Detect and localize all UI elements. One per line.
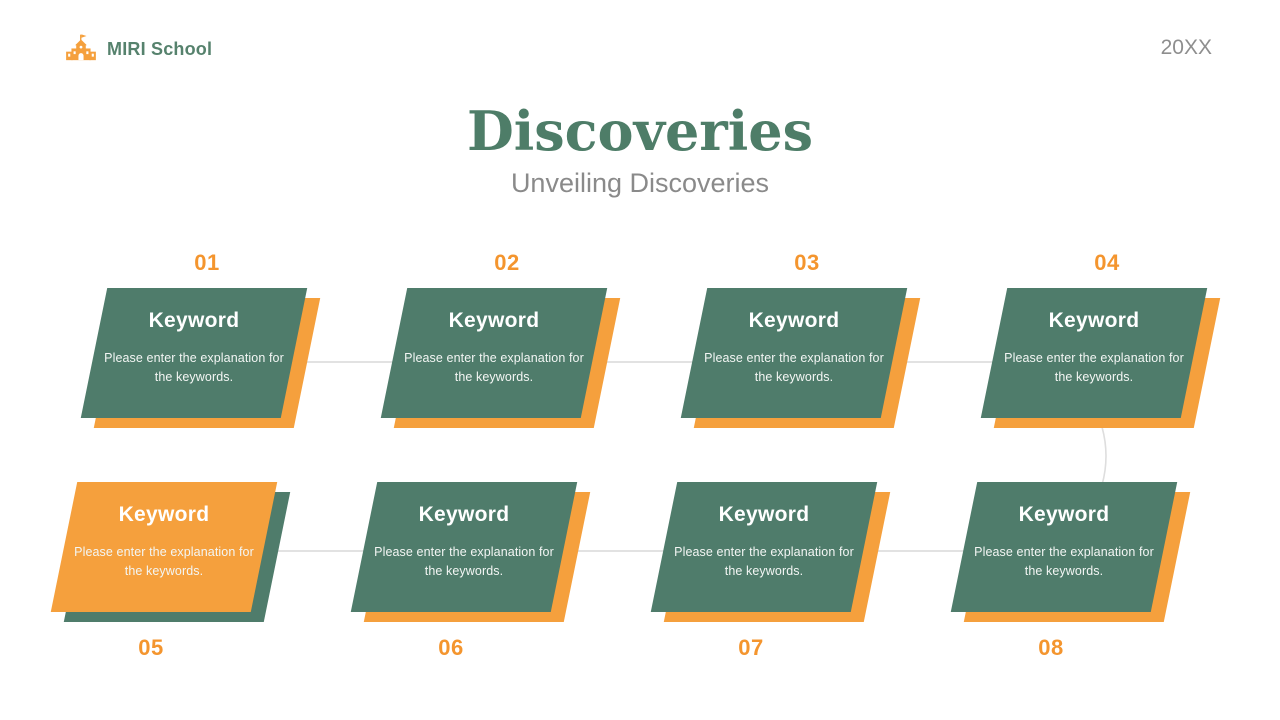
card-description: Please enter the explanation for the key… — [974, 545, 1154, 578]
card-description: Please enter the explanation for the key… — [404, 351, 584, 384]
keyword-card-07[interactable]: Keyword Please enter the explanation for… — [650, 482, 891, 622]
keyword-card-01[interactable]: Keyword Please enter the explanation for… — [80, 288, 321, 428]
card-title: Keyword — [748, 309, 840, 332]
logo-text: MIRI School — [107, 38, 213, 59]
row1-connector-line — [194, 361, 1094, 363]
card-number-07: 07 — [738, 635, 764, 660]
card-body: Keyword Please enter the explanation for… — [650, 482, 878, 612]
title-block: Discoveries Unveiling Discoveries — [0, 100, 1280, 199]
card-body: Keyword Please enter the explanation for… — [50, 482, 278, 612]
card-description: Please enter the explanation for the key… — [74, 545, 254, 578]
card-title: Keyword — [148, 309, 240, 332]
card-title: Keyword — [1018, 503, 1110, 526]
card-number-02: 02 — [494, 250, 520, 275]
card-description: Please enter the explanation for the key… — [674, 545, 854, 578]
card-number-05: 05 — [138, 635, 164, 660]
year-label: 20XX — [1160, 36, 1212, 59]
card-title: Keyword — [118, 503, 210, 526]
card-number-04: 04 — [1094, 250, 1120, 275]
card-body: Keyword Please enter the explanation for… — [350, 482, 578, 612]
card-body: Keyword Please enter the explanation for… — [380, 288, 608, 418]
keyword-card-03[interactable]: Keyword Please enter the explanation for… — [680, 288, 921, 428]
slide-header: MIRI School 20XX — [0, 0, 1280, 80]
keyword-card-05[interactable]: Keyword Please enter the explanation for… — [50, 482, 291, 622]
card-body: Keyword Please enter the explanation for… — [980, 288, 1208, 418]
card-number-06: 06 — [438, 635, 464, 660]
card-number-01: 01 — [194, 250, 220, 275]
card-body: Keyword Please enter the explanation for… — [950, 482, 1178, 612]
keyword-card-08[interactable]: Keyword Please enter the explanation for… — [950, 482, 1191, 622]
card-title: Keyword — [718, 503, 810, 526]
keyword-card-02[interactable]: Keyword Please enter the explanation for… — [380, 288, 621, 428]
keyword-card-04[interactable]: Keyword Please enter the explanation for… — [980, 288, 1221, 428]
card-description: Please enter the explanation for the key… — [104, 351, 284, 384]
card-title: Keyword — [1048, 309, 1140, 332]
card-description: Please enter the explanation for the key… — [374, 545, 554, 578]
logo: MIRI School — [64, 32, 212, 66]
page-subtitle: Unveiling Discoveries — [510, 168, 770, 198]
card-body: Keyword Please enter the explanation for… — [80, 288, 308, 418]
row2-connector-line — [164, 550, 1064, 552]
card-number-03: 03 — [794, 250, 820, 275]
card-description: Please enter the explanation for the key… — [1004, 351, 1184, 384]
school-building-icon — [66, 34, 96, 61]
page-title: Discoveries — [466, 99, 814, 163]
card-title: Keyword — [418, 503, 510, 526]
keyword-card-06[interactable]: Keyword Please enter the explanation for… — [350, 482, 591, 622]
row-link-curve — [1101, 426, 1107, 486]
card-number-08: 08 — [1038, 635, 1064, 660]
card-title: Keyword — [448, 309, 540, 332]
card-description: Please enter the explanation for the key… — [704, 351, 884, 384]
card-body: Keyword Please enter the explanation for… — [680, 288, 908, 418]
